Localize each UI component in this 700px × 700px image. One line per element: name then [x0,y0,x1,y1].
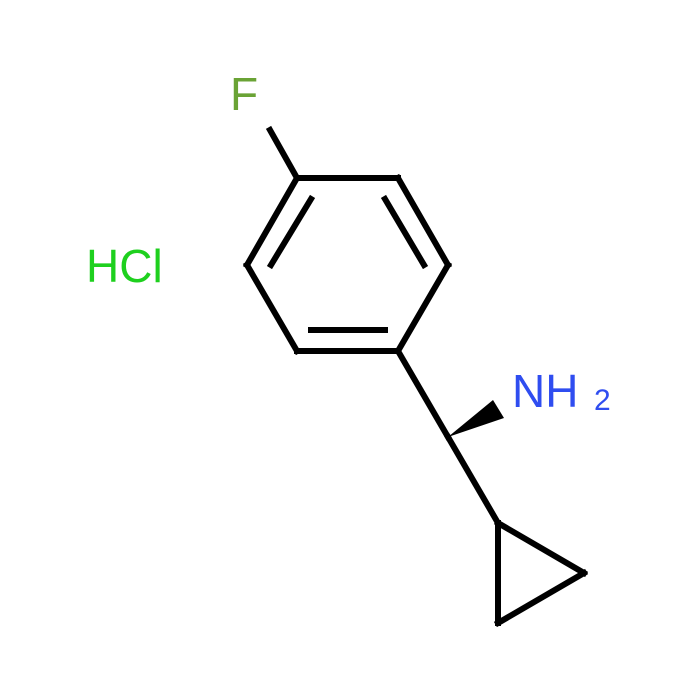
ring-bond-5 [242,260,302,356]
wedge-bond-c-n [448,400,504,437]
bond-chiral-carbon-cyclopropyl [443,432,503,528]
ring-double-bond-inner-1 [380,194,429,270]
cyclopropane-bond-1 [493,518,589,578]
ring-double-bond-inner-3 [266,194,316,270]
ring-bond-2 [393,173,453,270]
fluorine-atom-label: F [230,68,258,120]
bond-c-f [265,125,302,183]
ring-bond-3 [393,260,453,356]
bond-aryl-chiral-carbon [393,346,453,442]
ring-bond-6 [242,173,302,270]
hcl-salt-label: HCl [86,240,163,292]
amine-atom-label: NH [512,365,578,417]
cyclopropane-bond-2 [493,568,589,628]
amine-hydrogen-subscript: 2 [594,384,611,417]
